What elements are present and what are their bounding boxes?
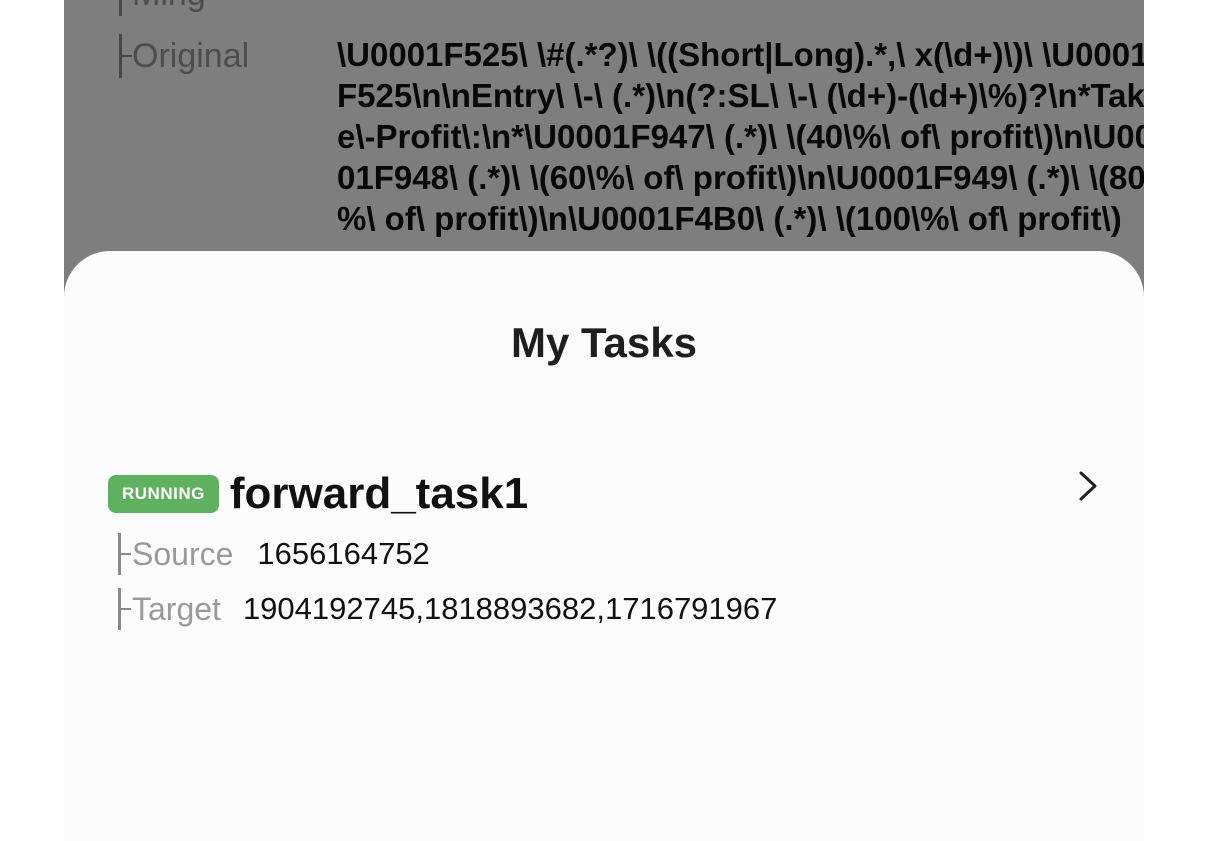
status-badge: RUNNING bbox=[108, 475, 219, 513]
tree-branch-icon bbox=[118, 588, 131, 630]
chevron-right-icon-svg bbox=[1079, 471, 1097, 501]
chevron-right-icon[interactable] bbox=[1068, 469, 1108, 503]
sheet-title: My Tasks bbox=[511, 319, 697, 366]
tree-branch-icon bbox=[118, 533, 131, 575]
my-tasks-sheet: My Tasks RUNNING forward_task1 Source 16… bbox=[64, 251, 1144, 841]
source-value: 1656164752 bbox=[257, 536, 430, 571]
source-label: Source bbox=[132, 535, 234, 572]
source-field: Source 1656164752 bbox=[118, 533, 430, 575]
target-label: Target bbox=[132, 590, 221, 627]
target-field: Target 1904192745,1818893682,1716791967 bbox=[118, 588, 777, 630]
task-name: forward_task1 bbox=[229, 469, 529, 518]
task-header: RUNNING forward_task1 bbox=[108, 469, 528, 519]
task-item[interactable]: RUNNING forward_task1 Source 1656164752 … bbox=[108, 469, 1108, 639]
target-value: 1904192745,1818893682,1716791967 bbox=[242, 591, 778, 626]
